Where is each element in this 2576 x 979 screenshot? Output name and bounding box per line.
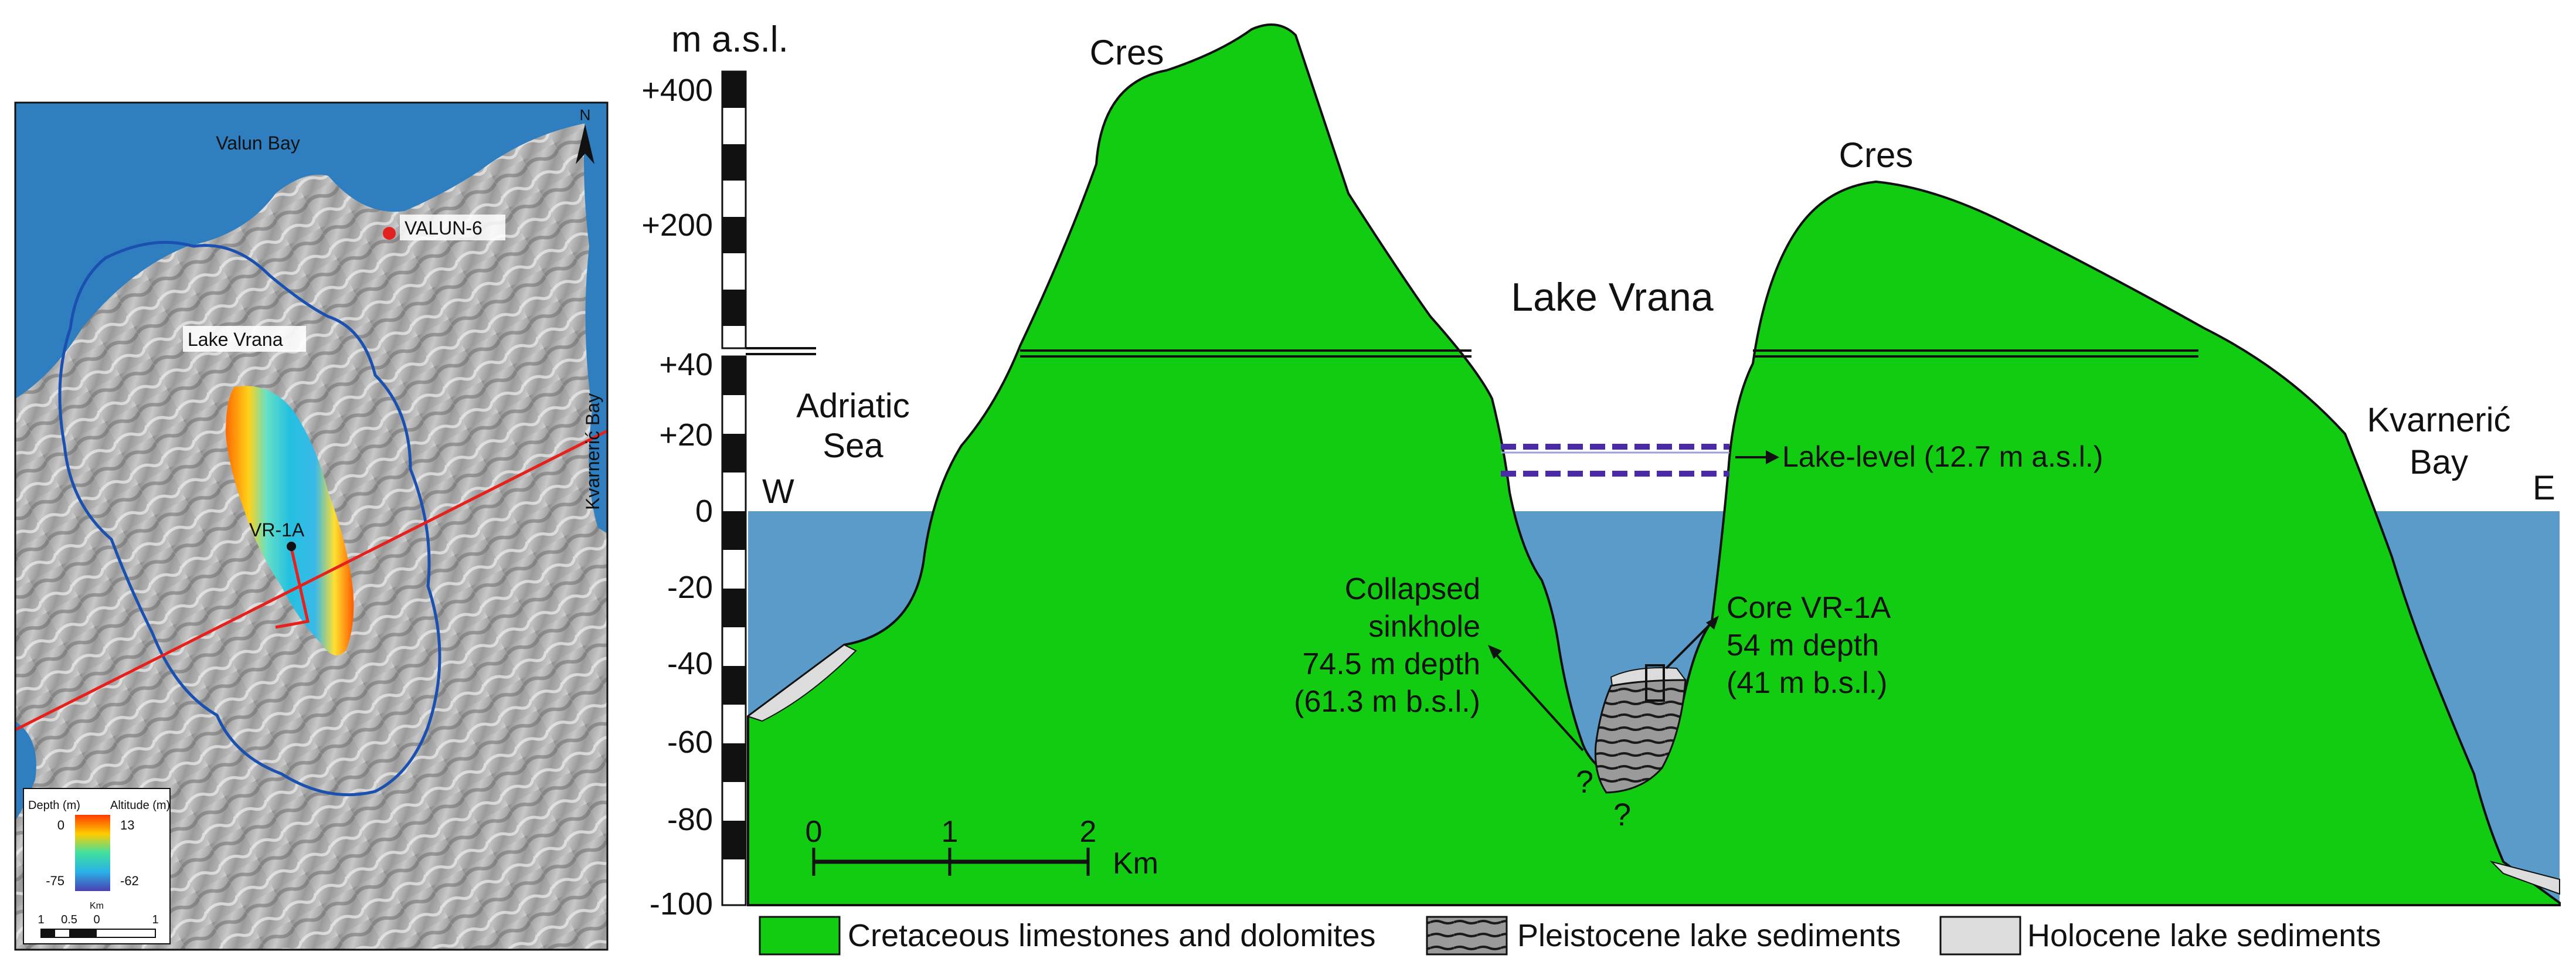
legend-scale-tick-3: 0 [93, 913, 100, 926]
cross-section: m a.s.l. +400 +200 +40 +20 0 -20 -40 -60… [641, 19, 2561, 922]
legend-depth-label: Depth (m) [28, 799, 80, 812]
map-label-lake-vrana: Lake Vrana [188, 329, 283, 350]
holocene-sediment-east [2489, 861, 2560, 895]
transect-line [15, 429, 607, 732]
label-adriatic-line1: Adriatic [796, 387, 909, 425]
label-east: E [2533, 469, 2555, 507]
legend-swatch-cretaceous [759, 916, 841, 956]
label-cres-right: Cres [1839, 135, 1914, 175]
label-sinkhole-line2: sinkhole [1368, 610, 1480, 644]
pleistocene-sediments [1594, 679, 1687, 794]
core-vr1a-box [1645, 664, 1665, 702]
map-label-vr1a: VR-1A [249, 519, 305, 541]
legend-scale-tick-4: 1 [152, 913, 158, 926]
label-kvarneric-line2: Bay [2410, 443, 2468, 481]
label-kvarneric-line1: Kvarnerić [2367, 401, 2511, 439]
map-label-kvarneric-bay: Kvarnerić Bay [582, 393, 603, 510]
axis-tick-20: +20 [659, 417, 713, 453]
scalebar-tick-0: 0 [806, 815, 823, 849]
label-core-line3: (41 m b.s.l.) [1727, 666, 1888, 700]
label-sinkhole-line1: Collapsed [1345, 572, 1480, 606]
label-adriatic-line2: Sea [823, 427, 883, 465]
axis-tick-minus40: -40 [667, 646, 713, 681]
vr1a-core-marker [287, 542, 296, 551]
legend-color-ramp [75, 815, 110, 891]
map-legend: Depth (m) Altitude (m) 0 -75 13 -62 Km 1… [23, 788, 171, 944]
sinkhole-arrow [1493, 651, 1584, 752]
transect-branch [275, 548, 310, 629]
axis-tick-minus80: -80 [667, 802, 713, 837]
legend-scale-tick-1: 1 [38, 913, 44, 926]
label-sinkhole-line4: (61.3 m b.s.l.) [1294, 685, 1480, 719]
kvarneric-bay-water [584, 103, 607, 533]
catchment-boundary [58, 240, 441, 797]
lake-vrana-bathymetry [226, 386, 354, 655]
core-arrow [1665, 621, 1713, 669]
label-question-1: ? [1576, 764, 1593, 800]
axis-tick-40: +40 [659, 347, 713, 382]
valun6-label-box [400, 215, 505, 240]
valun6-borehole-marker [383, 227, 396, 240]
label-west: W [762, 472, 794, 511]
legend-swatch-holocene [1939, 916, 2021, 956]
core-arrowhead-icon [1706, 616, 1719, 630]
label-core-line2: 54 m depth [1727, 628, 1879, 662]
location-map: Valun Bay VALUN-6 Kvarnerić Bay Lake Vra… [14, 101, 609, 951]
label-core-line1: Core VR-1A [1727, 591, 1891, 625]
axis-tick-minus100: -100 [650, 886, 713, 922]
vertical-scale-bar [721, 70, 816, 906]
label-question-2: ? [1613, 797, 1631, 832]
label-cres-left: Cres [1090, 33, 1164, 72]
valun-bay-water [15, 103, 586, 399]
lake-vrana-label-box [183, 326, 306, 352]
label-sinkhole-line3: 74.5 m depth [1302, 647, 1480, 681]
scalebar-unit: Km [1113, 847, 1158, 881]
scalebar-tick-2: 2 [1080, 815, 1097, 849]
legend-scale-tick-2: 0.5 [61, 913, 77, 926]
legend-altitude-min: -62 [120, 873, 139, 888]
map-label-valun-bay: Valun Bay [216, 132, 300, 154]
legend-scale-unit: Km [90, 901, 104, 911]
map-frame [14, 101, 609, 951]
legend-altitude-label: Altitude (m) [110, 799, 170, 812]
legend-label-pleistocene: Pleistocene lake sediments [1517, 918, 1901, 953]
label-lake-vrana: Lake Vrana [1511, 275, 1713, 319]
axis-title: m a.s.l. [671, 19, 789, 60]
legend-depth-max: 0 [57, 818, 64, 832]
axis-tick-minus20: -20 [667, 570, 713, 605]
legend-depth-min: -75 [46, 873, 64, 888]
legend-scale-bar [40, 929, 156, 938]
label-lake-level: Lake-level (12.7 m a.s.l.) [1782, 440, 2103, 473]
lithology-legend: Cretaceous limestones and dolomites Plei… [759, 916, 2381, 956]
north-arrow-icon: N [576, 106, 594, 164]
legend-swatch-pleistocene [1426, 916, 1508, 956]
horizontal-scale-bar [812, 848, 1090, 876]
axis-tick-minus60: -60 [667, 725, 713, 760]
axis-tick-400: +400 [641, 73, 713, 108]
axis-tick-200: +200 [641, 208, 713, 243]
west-coast-water [15, 721, 36, 821]
legend-altitude-max: 13 [120, 818, 134, 832]
legend-label-cretaceous: Cretaceous limestones and dolomites [848, 918, 1375, 953]
map-label-valun6: VALUN-6 [405, 217, 482, 239]
sinkhole-arrowhead-icon [1488, 645, 1502, 659]
north-label: N [580, 106, 591, 124]
lake-level-arrowhead-icon [1766, 450, 1779, 464]
holocene-sediment-west [746, 644, 857, 722]
scalebar-tick-1: 1 [942, 815, 959, 849]
legend-label-holocene: Holocene lake sediments [2027, 918, 2381, 953]
axis-tick-0: 0 [695, 494, 713, 529]
